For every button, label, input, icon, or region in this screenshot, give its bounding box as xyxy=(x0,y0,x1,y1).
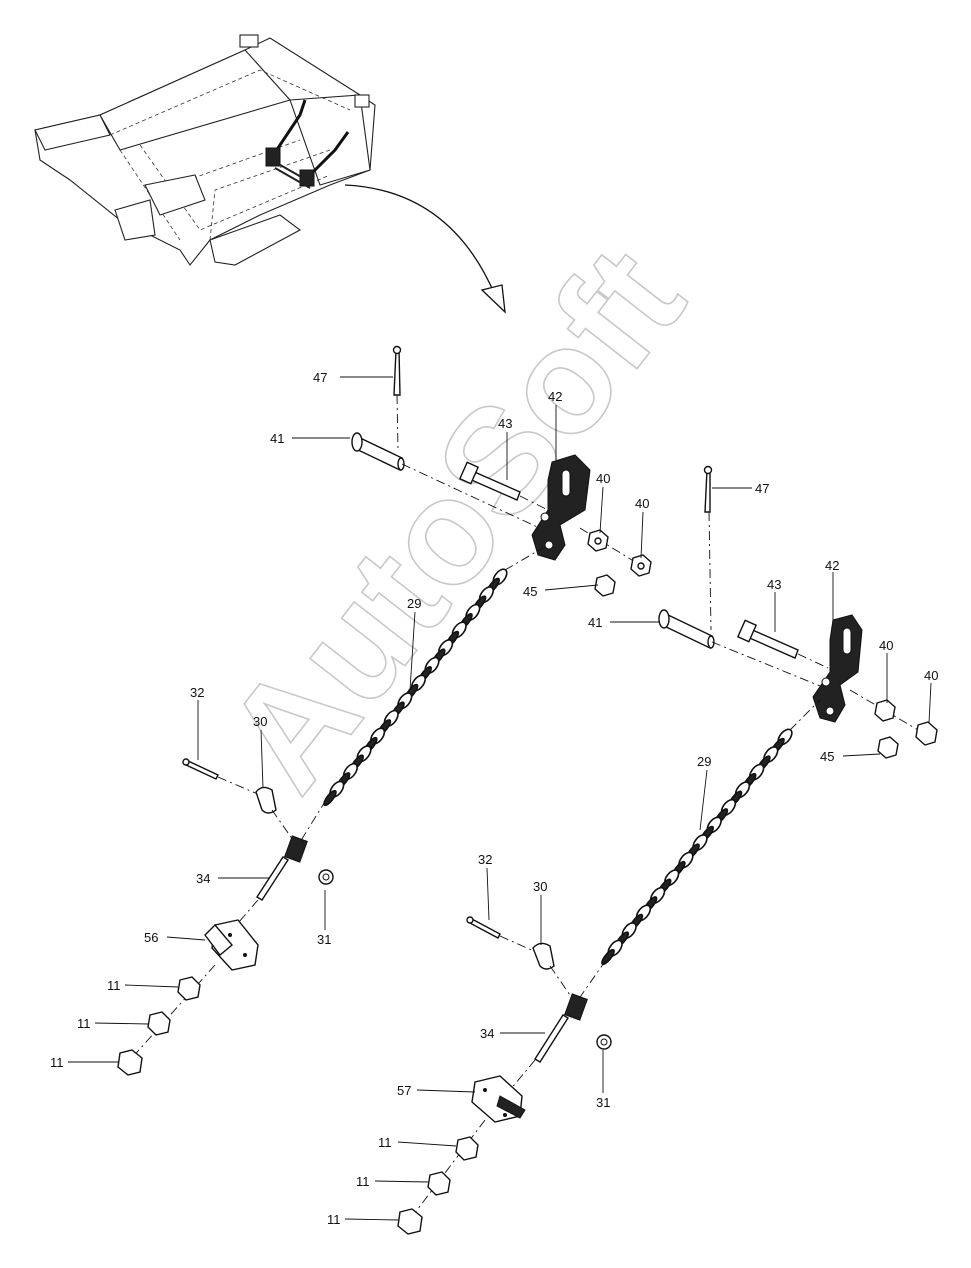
shackle-34-left xyxy=(256,835,308,901)
callout-57: 57 xyxy=(397,1083,411,1098)
callout-43: 43 xyxy=(767,577,781,592)
cotter-pin-47-upper xyxy=(392,345,402,396)
cotter-pin-47-right xyxy=(703,465,713,513)
callout-41: 41 xyxy=(270,431,284,446)
washer-31-right xyxy=(596,1034,612,1050)
chain-29-right xyxy=(601,728,793,966)
callout-42: 42 xyxy=(825,558,839,573)
detail-arrow xyxy=(344,184,506,314)
callout-56: 56 xyxy=(144,930,158,945)
nut-40a-upper xyxy=(587,529,609,552)
nut-11c-left xyxy=(117,1049,143,1076)
nut-11e-right xyxy=(427,1171,451,1196)
washer-31-left xyxy=(318,869,334,885)
callout-29: 29 xyxy=(407,596,421,611)
bracket-42-right xyxy=(812,614,863,723)
callout-45: 45 xyxy=(523,584,537,599)
callout-11: 11 xyxy=(327,1212,341,1227)
callout-42: 42 xyxy=(548,389,562,404)
mount-bracket-57 xyxy=(471,1075,526,1123)
callout-40: 40 xyxy=(924,668,938,683)
truck-body-overview xyxy=(34,34,376,266)
callout-labels: 47 41 43 42 40 40 45 29 47 41 43 42 40 4… xyxy=(50,370,938,1227)
bracket-42-upper xyxy=(531,454,591,561)
callout-32: 32 xyxy=(478,852,492,867)
nut-11b-left xyxy=(147,1011,171,1036)
callout-32: 32 xyxy=(190,685,204,700)
callout-43: 43 xyxy=(498,416,512,431)
watermark: AutoSoft xyxy=(192,217,716,821)
cotter-pin-32-left xyxy=(182,758,219,780)
nut-40d-right xyxy=(915,721,938,746)
chain-link xyxy=(323,789,337,807)
callout-31: 31 xyxy=(596,1095,610,1110)
nut-11d-right xyxy=(455,1136,479,1161)
bolt-43-right xyxy=(736,619,799,659)
mount-plate-56 xyxy=(204,919,259,971)
nut-40c-right xyxy=(874,699,896,722)
shackle-34-right xyxy=(534,993,588,1063)
clevis-pin-30-right xyxy=(532,942,555,970)
callout-30: 30 xyxy=(533,879,547,894)
chain-link xyxy=(601,948,615,966)
nut-45-upper xyxy=(594,574,616,597)
callout-31: 31 xyxy=(317,932,331,947)
pin-41-right xyxy=(658,609,715,650)
chain-29-left xyxy=(323,568,508,807)
callout-34: 34 xyxy=(480,1026,494,1041)
callout-40: 40 xyxy=(879,638,893,653)
svg-text:AutoSoft: AutoSoft xyxy=(193,217,715,819)
nut-11f-right xyxy=(397,1208,423,1235)
clevis-pin-30-left xyxy=(255,786,277,814)
nut-45-right xyxy=(877,736,899,759)
callout-11: 11 xyxy=(107,978,121,993)
callout-41: 41 xyxy=(588,615,602,630)
callout-30: 30 xyxy=(253,714,267,729)
callout-45: 45 xyxy=(820,749,834,764)
cotter-pin-32-right xyxy=(466,916,501,939)
callout-47: 47 xyxy=(313,370,327,385)
callout-11: 11 xyxy=(77,1016,91,1031)
callout-11: 11 xyxy=(356,1174,370,1189)
callout-11: 11 xyxy=(50,1055,64,1070)
callout-40: 40 xyxy=(596,471,610,486)
callout-29: 29 xyxy=(697,754,711,769)
callout-47: 47 xyxy=(755,481,769,496)
leader-lines xyxy=(68,376,932,1221)
pin-41-upper xyxy=(351,432,405,472)
callout-11: 11 xyxy=(378,1135,392,1150)
bolt-43-upper xyxy=(458,461,521,501)
nut-40b-upper xyxy=(630,554,652,577)
callout-34: 34 xyxy=(196,871,210,886)
callout-40: 40 xyxy=(635,496,649,511)
nut-11a-left xyxy=(177,976,201,1001)
